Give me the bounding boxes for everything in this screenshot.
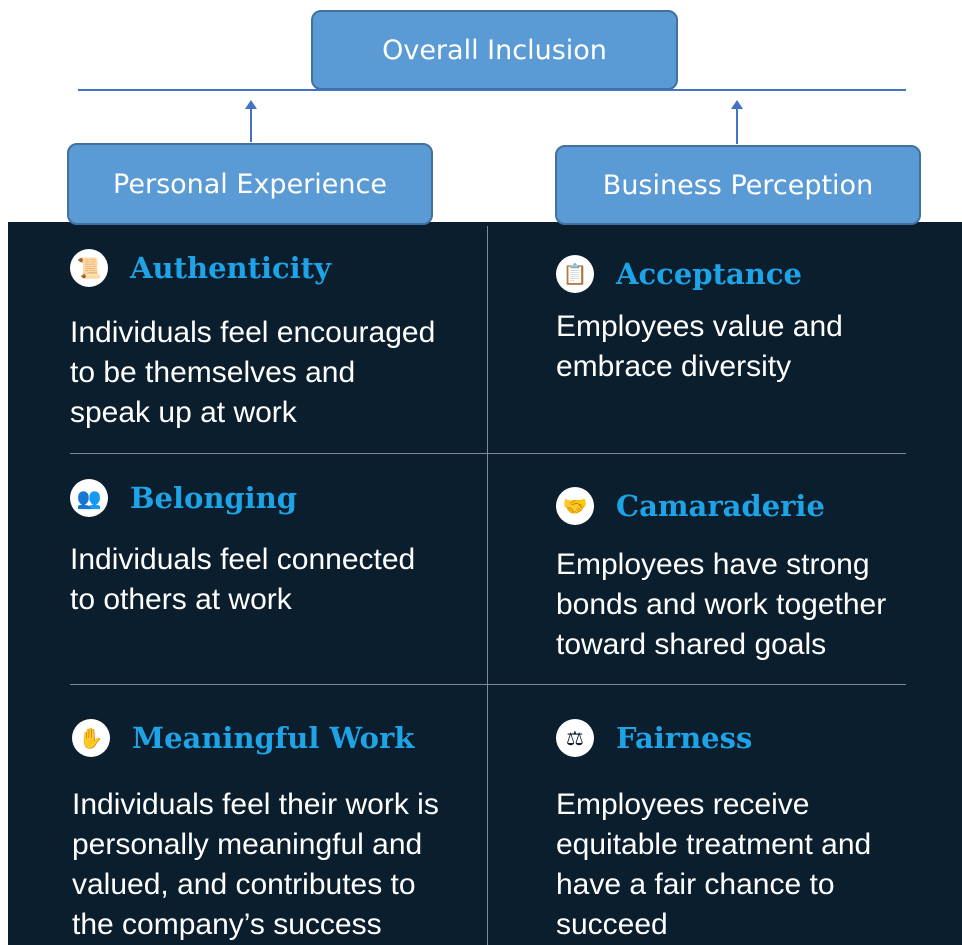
meaningful-work-cell: ✋ Meaningful Work Individuals feel their… [72, 714, 439, 945]
handshake-icon: 🤝 [556, 487, 594, 525]
up-arrow-left [245, 100, 257, 142]
authenticity-title: Authenticity [130, 251, 331, 285]
fairness-cell: ⚖ Fairness Employees receive equitable t… [556, 714, 871, 945]
row-divider [70, 453, 906, 454]
personal-experience-box: Personal Experience [67, 143, 433, 225]
acceptance-cell: 📋 Acceptance Employees value and embrace… [556, 250, 843, 387]
dimensions-panel [8, 222, 962, 945]
camaraderie-cell: 🤝 Camaraderie Employees have strong bond… [556, 482, 886, 665]
overall-inclusion-label: Overall Inclusion [382, 34, 607, 66]
row-divider [70, 684, 906, 685]
authenticity-cell: 📜 Authenticity Individuals feel encourag… [70, 244, 435, 433]
camaraderie-title: Camaraderie [616, 489, 825, 523]
certificate-icon: 📜 [70, 249, 108, 287]
scales-icon: ⚖ [556, 719, 594, 757]
up-arrow-right [731, 100, 743, 144]
personal-experience-label: Personal Experience [113, 168, 387, 200]
clipboard-check-icon: 📋 [556, 255, 594, 293]
hand-ok-icon: ✋ [72, 719, 110, 757]
fairness-description: Employees receive equitable treatment an… [556, 788, 872, 941]
belonging-description: Individuals feel connected to others at … [70, 543, 416, 616]
acceptance-description: Employees value and embrace diversity [556, 310, 843, 383]
people-group-icon: 👥 [70, 479, 108, 517]
column-divider [487, 226, 488, 945]
acceptance-title: Acceptance [616, 257, 802, 291]
belonging-cell: 👥 Belonging Individuals feel connected t… [70, 474, 415, 620]
belonging-title: Belonging [130, 481, 298, 515]
business-perception-box: Business Perception [555, 145, 921, 225]
camaraderie-description: Employees have strong bonds and work tog… [556, 548, 887, 661]
meaningful-work-title: Meaningful Work [132, 721, 415, 755]
overall-inclusion-box: Overall Inclusion [311, 10, 678, 90]
business-perception-label: Business Perception [602, 169, 874, 201]
authenticity-description: Individuals feel encouraged to be themse… [70, 316, 436, 429]
meaningful-work-description: Individuals feel their work is personall… [72, 788, 439, 941]
connector-line [78, 89, 906, 91]
fairness-title: Fairness [616, 721, 753, 755]
